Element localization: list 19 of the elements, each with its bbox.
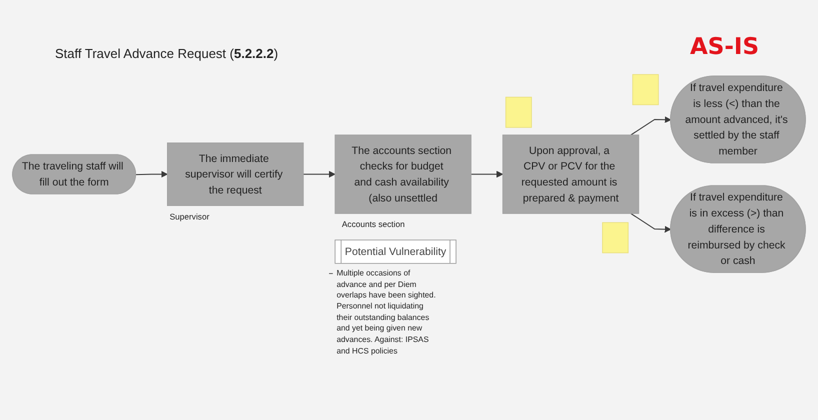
diagram-title: Staff Travel Advance Request (5.2.2.2) [55, 46, 278, 61]
arrow [302, 170, 336, 178]
terminal-node: If travel expenditure is less (<) than the amount advanced, it's settled by the staff member [670, 76, 806, 164]
state-label: AS-IS [690, 34, 760, 60]
arrow [630, 116, 672, 136]
process-box: Upon approval, a CPV or PCV for the requested amount is prepared & payment [502, 134, 640, 214]
process-box: The accounts section checks for budget and cash availability (also unsettled [334, 134, 472, 214]
arrow [630, 213, 672, 233]
process-box: The immediate supervisor will certify the request [167, 142, 304, 206]
role-label: Supervisor [170, 212, 210, 223]
sticky-note [602, 222, 629, 254]
vulnerability-box: Potential Vulnerability [334, 240, 456, 264]
sticky-note [632, 74, 659, 106]
role-label: Accounts section [342, 220, 405, 231]
terminal-node: The traveling staff will fill out the form [12, 154, 136, 194]
sticky-note [505, 96, 532, 128]
arrow [136, 170, 168, 178]
terminal-node: If travel expenditure is in excess (>) than difference is reimbursed by check or cash [670, 185, 806, 273]
arrow [470, 170, 504, 178]
